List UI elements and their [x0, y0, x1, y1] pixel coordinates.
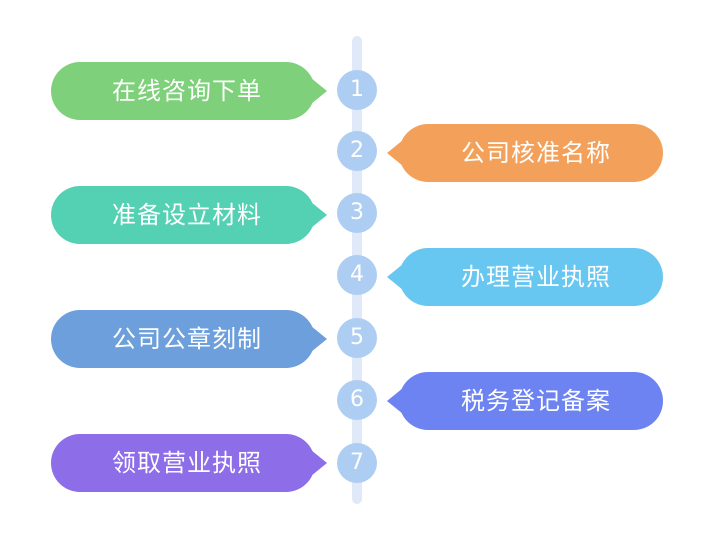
step-5-node: 5: [337, 318, 377, 358]
step-2-pointer: [387, 140, 403, 166]
step-5-bubble: 公司公章刻制: [51, 310, 327, 368]
step-1-node: 1: [337, 70, 377, 110]
step-1-label: 在线咨询下单: [112, 77, 262, 105]
step-2-node: 2: [337, 131, 377, 171]
step-4-bubble: 办理营业执照: [387, 248, 663, 306]
step-7-node: 7: [337, 443, 377, 483]
step-6-label: 税务登记备案: [461, 387, 611, 415]
step-4-node: 4: [337, 255, 377, 295]
step-7-label: 领取营业执照: [112, 449, 262, 477]
step-4-label: 办理营业执照: [461, 263, 611, 291]
step-6-bubble: 税务登记备案: [387, 372, 663, 430]
step-6-pointer: [387, 388, 403, 414]
step-7-bubble: 领取营业执照: [51, 434, 327, 492]
step-3-label: 准备设立材料: [112, 201, 262, 229]
step-3-node: 3: [337, 193, 377, 233]
step-1-bubble: 在线咨询下单: [51, 62, 327, 120]
step-2-bubble: 公司核准名称: [387, 124, 663, 182]
step-1-pointer: [311, 78, 327, 104]
step-4-pointer: [387, 264, 403, 290]
step-5-label: 公司公章刻制: [112, 325, 262, 353]
step-3-pointer: [311, 202, 327, 228]
step-3-bubble: 准备设立材料: [51, 186, 327, 244]
step-7-pointer: [311, 450, 327, 476]
step-5-pointer: [311, 326, 327, 352]
step-6-node: 6: [337, 380, 377, 420]
step-2-label: 公司核准名称: [461, 139, 611, 167]
